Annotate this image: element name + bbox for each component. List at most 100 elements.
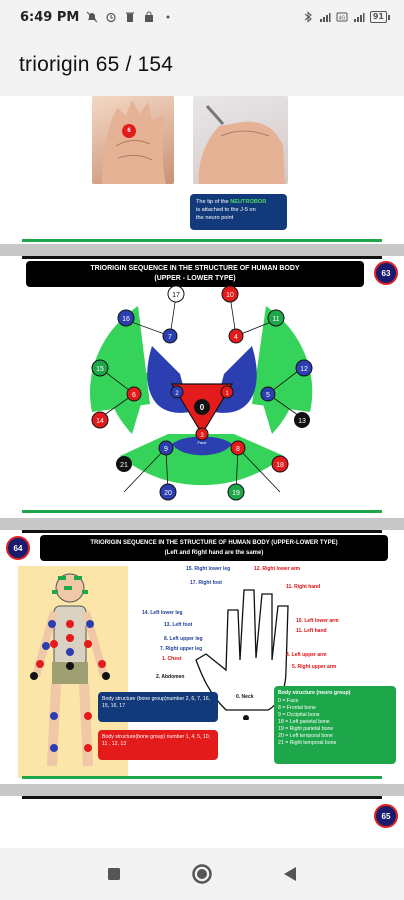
home-button[interactable] <box>182 854 222 894</box>
node-18-label: 18 <box>276 462 284 469</box>
hand-label-right-5: 4. Left upper arm <box>286 652 327 658</box>
neuro-item-3: 9 = Occipital bone <box>278 712 320 718</box>
page-black-rule <box>22 256 382 259</box>
node-1 <box>220 385 234 399</box>
neuro-box-title: Body structure (neuro group) <box>278 690 351 696</box>
hand-label-left-5: 8. Left upper leg <box>164 636 203 642</box>
page-separator <box>0 784 404 796</box>
neck-label: 0. Neck <box>236 694 254 700</box>
bone-group-blue-box: Body structure (bone group)number 2, 6, … <box>98 692 218 722</box>
node-10-label: 10 <box>226 292 234 299</box>
hand-label-right-1: 12. Right lower arm <box>254 566 301 572</box>
neutrobor-note: The tip of the NEUTROBOR is attached to … <box>190 194 287 230</box>
banner-line-2: (Left and Right hand are the same) <box>164 550 264 556</box>
diagram-nodes: 0 1 2 3 4 5 6 7 8 9 10 11 12 13 14 15 16… <box>91 285 313 501</box>
dot-icon <box>166 15 170 19</box>
node-15 <box>91 359 109 377</box>
status-bar: 6:49 PM 4G 91 <box>0 0 404 34</box>
note-text-2: is attached to the J-5 on <box>196 207 256 213</box>
page-black-rule <box>22 796 382 799</box>
hand-label-left-4: 13. Left foot <box>164 622 193 628</box>
neuro-item-7: 21 = Right temporal bone <box>278 740 337 746</box>
app-bar: triorigin 65 / 154 <box>0 34 404 96</box>
hand-label-left-3: 14. Left lower leg <box>142 610 183 616</box>
node-1-label: 1 <box>225 391 229 397</box>
triorigin-diagram: Neck Face 0 1 2 3 4 5 6 7 8 9 10 11 12 1… <box>90 285 313 501</box>
node-15-label: 15 <box>96 366 104 373</box>
page-badge-63: 63 <box>374 261 398 285</box>
node-12 <box>295 359 313 377</box>
page-badge-65: 65 <box>374 804 398 828</box>
center-top-label: Neck <box>197 379 206 384</box>
node-9 <box>158 440 174 456</box>
status-time: 6:49 PM <box>20 9 80 25</box>
page-black-rule <box>22 530 382 533</box>
node-9-label: 9 <box>164 446 168 453</box>
node-12-label: 12 <box>300 366 308 373</box>
node-6-label: 6 <box>132 392 136 399</box>
banner-line-2: (UPPER - LOWER TYPE) <box>154 275 236 282</box>
bluetooth-icon <box>304 11 312 23</box>
node-8 <box>230 440 246 456</box>
body-figure <box>30 573 110 767</box>
node-17-label: 17 <box>172 292 180 299</box>
node-7 <box>162 328 178 344</box>
node-0 <box>194 399 210 415</box>
note-text-1: The tip of the <box>196 199 231 205</box>
node-16 <box>117 309 135 327</box>
center-bottom-label: Face <box>198 440 208 445</box>
palm-right-illustration <box>198 105 285 184</box>
hand-label-right-4: 11. Left hand <box>296 628 327 634</box>
battery-level: 91 <box>369 11 387 23</box>
back-button[interactable] <box>270 854 310 894</box>
status-right: 4G 91 <box>302 11 390 23</box>
node-20-label: 20 <box>164 490 172 497</box>
node-14 <box>91 411 109 429</box>
body-figure-panel <box>18 566 128 778</box>
node-13 <box>294 412 310 428</box>
neuro-item-1: 0 = Face <box>278 698 299 704</box>
node-10 <box>221 285 239 303</box>
hand-label-left-2: 17. Right foot <box>190 580 222 586</box>
node-0-label: 0 <box>200 403 205 412</box>
node-2 <box>170 385 184 399</box>
neuro-group-green-box: Body structure (neuro group) 0 = Face 8 … <box>274 686 396 764</box>
hand-label-left-6: 7. Right upper leg <box>160 646 203 652</box>
page-green-rule <box>22 510 382 513</box>
node-7-label: 7 <box>168 334 172 341</box>
alarm-icon <box>106 12 116 23</box>
node-5 <box>260 386 276 402</box>
neuro-item-2: 8 = Frontal bone <box>278 705 316 711</box>
node-2-label: 2 <box>175 391 179 397</box>
page-green-rule <box>22 776 382 779</box>
node-21-label: 21 <box>120 462 128 469</box>
page-64-banner: TRIORIGIN SEQUENCE IN THE STRUCTURE OF H… <box>40 535 388 561</box>
page-63: TRIORIGIN SEQUENCE IN THE STRUCTURE OF H… <box>0 256 404 518</box>
hand-label-right-3: 10. Left lower arm <box>296 618 339 624</box>
hand-label-left-1: 15. Right lower leg <box>186 566 231 572</box>
banner-line-1: TRIORIGIN SEQUENCE IN THE STRUCTURE OF H… <box>90 265 300 272</box>
palm-photo-left: 6 <box>92 96 174 184</box>
lte-icon: 4G <box>336 12 348 22</box>
page-badge-64: 64 <box>6 536 30 560</box>
banner-line-1: TRIORIGIN SEQUENCE IN THE STRUCTURE OF H… <box>90 540 338 546</box>
hand-label-left-8: 2. Abdomen <box>156 674 185 680</box>
mute-icon <box>86 11 98 23</box>
node-4 <box>228 328 244 344</box>
recents-button[interactable] <box>94 854 134 894</box>
page-62-tail: 6 The tip of the NEUTROBOR is attached t… <box>0 96 404 246</box>
status-left: 6:49 PM <box>20 10 174 25</box>
node-20 <box>159 483 177 501</box>
document-viewer[interactable]: 6 The tip of the NEUTROBOR is attached t… <box>0 96 404 848</box>
node-11 <box>267 309 285 327</box>
node-11-label: 11 <box>272 316 279 323</box>
triangle-back-icon <box>284 867 296 881</box>
page-separator <box>0 518 404 530</box>
battery-indicator: 91 <box>369 11 390 23</box>
page-green-rule <box>22 239 382 242</box>
palm-left-illustration <box>102 100 166 184</box>
node-18 <box>271 455 289 473</box>
node-8-label: 8 <box>236 446 240 453</box>
signal-icon <box>319 13 331 22</box>
note-text-3: the neuro point <box>196 215 234 221</box>
